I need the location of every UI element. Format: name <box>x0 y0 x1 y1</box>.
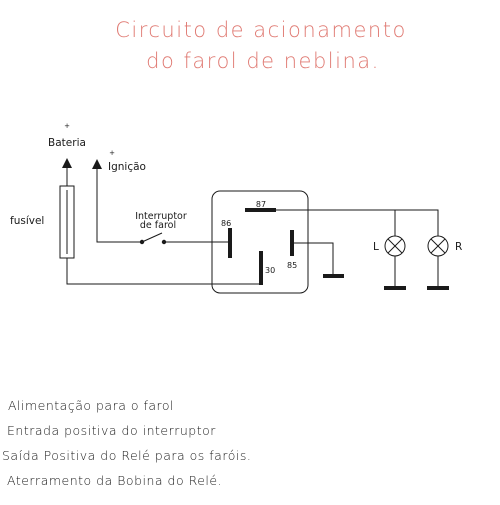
diagram-labels: + Bateria + Ignição fusível Interruptor … <box>10 122 462 275</box>
battery-arrow-icon <box>62 158 72 168</box>
pin-85-label: 85 <box>287 261 297 270</box>
title-line-1: Circuito de acionamento <box>115 18 407 42</box>
ignition-label: Ignição <box>108 161 146 173</box>
wire-switch-to-86 <box>164 241 231 255</box>
legend-item-1: Alimentação para o farol <box>8 398 175 413</box>
battery-label: Bateria <box>48 137 86 149</box>
ground-bars <box>323 274 449 290</box>
legend-item-4: Aterramento da Bobina do Relé. <box>7 473 223 488</box>
switch-label-line-2: de farol <box>140 220 176 231</box>
lamp-right-label: R <box>455 241 462 253</box>
wiring <box>59 168 449 294</box>
wire-ignition-to-switch <box>96 169 142 243</box>
fuse-label: fusível <box>10 215 44 227</box>
lamp-right-cross-b <box>430 238 446 254</box>
contact-85 <box>290 230 294 256</box>
legend-item-2: Entrada positiva do interruptor <box>7 423 216 438</box>
contact-30 <box>259 251 263 285</box>
ground-lamp-left-icon <box>384 286 406 290</box>
legend-item-3: Saída Positiva do Relé para os faróis. <box>2 448 252 463</box>
relay-housing <box>211 190 309 294</box>
lamp-left-cross-b <box>387 238 403 254</box>
pin-30-label: 30 <box>265 266 275 275</box>
title-line-2: do farol de neblina. <box>146 49 380 73</box>
relay-contacts <box>228 208 294 285</box>
ignition-plus-label: + <box>109 149 115 157</box>
pin-86-label: 86 <box>221 219 231 228</box>
wire-87-to-lamps <box>276 209 439 236</box>
battery-plus-label: + <box>64 122 70 130</box>
wire-fuse-to-30 <box>66 258 262 285</box>
ignition-arrow-icon <box>92 159 102 169</box>
contact-87 <box>245 208 276 212</box>
lamp-left-label: L <box>373 241 379 253</box>
contact-86 <box>228 228 232 258</box>
ground-85-icon <box>323 274 344 278</box>
switch-contact-right <box>161 239 167 245</box>
switch-lever <box>141 232 163 243</box>
ground-lamp-right-icon <box>427 286 449 290</box>
wire-85-to-ground <box>292 242 334 275</box>
switch-contact-left <box>139 239 145 245</box>
switch-label-line-1: Interruptor <box>135 211 187 222</box>
pin-87-label: 87 <box>256 200 266 209</box>
